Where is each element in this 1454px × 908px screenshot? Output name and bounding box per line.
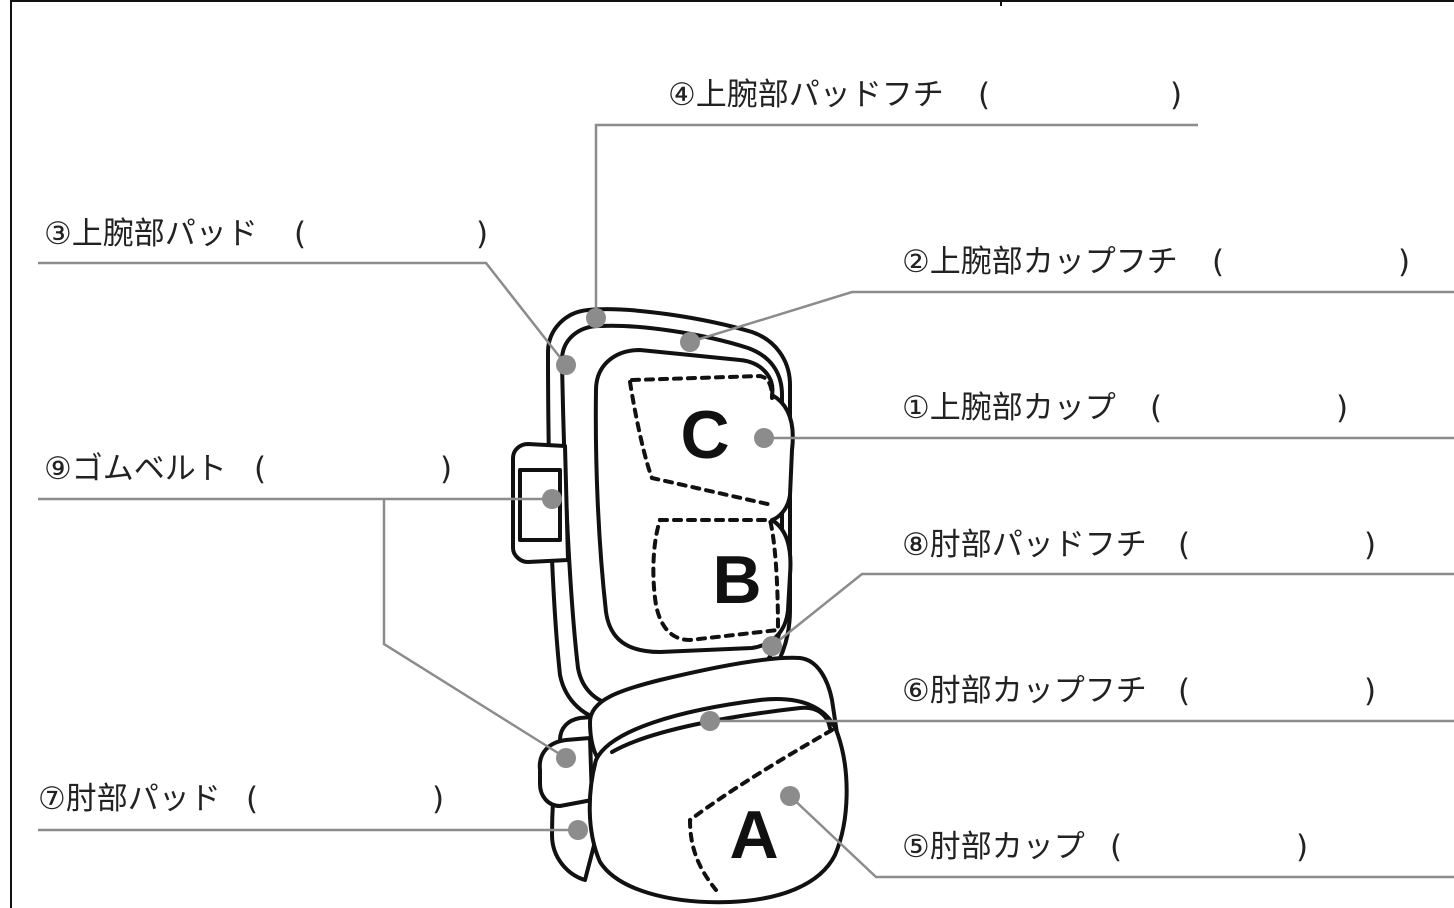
label-text: ③上腕部パッド xyxy=(44,216,258,252)
open-paren: ( xyxy=(1110,829,1123,865)
label-upper-arm-cup: ①上腕部カップ () xyxy=(902,393,1362,427)
close-paren: ) xyxy=(432,781,445,817)
leader-line-2 xyxy=(689,290,1454,344)
elbow-cup-inner-rim xyxy=(610,705,832,754)
leader-line-8 xyxy=(771,572,1454,647)
dot-4 xyxy=(586,308,606,328)
close-paren: ) xyxy=(1398,244,1411,280)
close-paren: ) xyxy=(1364,673,1377,709)
dot-5 xyxy=(780,786,800,806)
close-paren: ) xyxy=(1296,829,1309,865)
label-elbow-pad-rim: ⑧肘部パッドフチ () xyxy=(902,530,1392,564)
open-paren: ( xyxy=(246,781,259,817)
label-text: ⑦肘部パッド xyxy=(38,781,221,817)
dot-6 xyxy=(700,711,720,731)
open-paren: ( xyxy=(1212,244,1225,280)
label-upper-arm-cup-rim: ②上腕部カップフチ () xyxy=(902,247,1422,281)
dot-8 xyxy=(762,636,782,656)
open-paren: ( xyxy=(1178,673,1191,709)
open-paren: ( xyxy=(1178,527,1191,563)
dot-2 xyxy=(680,332,700,352)
dot-9 xyxy=(542,489,562,509)
label-text: ⑥肘部カップフチ xyxy=(902,673,1147,709)
label-upper-arm-pad: ③上腕部パッド () xyxy=(44,219,504,253)
label-elbow-cup-rim: ⑥肘部カップフチ () xyxy=(902,676,1392,710)
label-elbow-pad: ⑦肘部パッド () xyxy=(38,784,468,818)
close-paren: ) xyxy=(440,451,453,487)
open-paren: ( xyxy=(294,216,307,252)
label-text: ①上腕部カップ xyxy=(902,390,1116,426)
dot-1 xyxy=(754,428,774,448)
label-rubber-belt: ⑨ゴムベルト () xyxy=(44,454,474,488)
label-text: ⑤肘部カップ xyxy=(902,829,1085,865)
zone-letter-c: C xyxy=(680,397,729,473)
leader-line-9b xyxy=(382,499,567,760)
zone-b-dashed xyxy=(651,518,781,643)
open-paren: ( xyxy=(254,451,267,487)
label-text: ⑨ゴムベルト xyxy=(44,451,227,487)
dot-3 xyxy=(556,355,576,375)
dot-7 xyxy=(568,820,588,840)
close-paren: ) xyxy=(1170,77,1183,113)
upper-cup-shape xyxy=(593,348,795,654)
label-upper-arm-pad-rim: ④上腕部パッドフチ () xyxy=(668,80,1188,114)
label-text: ②上腕部カップフチ xyxy=(902,244,1178,280)
rubber-belt-loop xyxy=(518,468,562,542)
leader-line-3 xyxy=(38,261,567,366)
open-paren: ( xyxy=(1150,390,1163,426)
zone-a-dashed xyxy=(687,728,834,892)
leader-line-4 xyxy=(594,123,1198,318)
label-text: ⑧肘部パッドフチ xyxy=(902,527,1147,563)
dot-9b xyxy=(556,748,576,768)
zone-letter-a: A xyxy=(729,797,778,873)
label-text: ④上腕部パッドフチ xyxy=(668,77,944,113)
close-paren: ) xyxy=(476,216,489,252)
leader-line-5 xyxy=(789,795,1454,879)
label-elbow-cup: ⑤肘部カップ () xyxy=(902,832,1322,866)
frame-left-border xyxy=(10,0,12,908)
frame-top-border xyxy=(10,0,1454,2)
close-paren: ) xyxy=(1336,390,1349,426)
zone-c-dashed xyxy=(628,373,774,507)
zone-letter-b: B xyxy=(712,542,761,618)
frame-top-divider xyxy=(1000,0,1002,6)
open-paren: ( xyxy=(978,77,991,113)
close-paren: ) xyxy=(1364,527,1377,563)
